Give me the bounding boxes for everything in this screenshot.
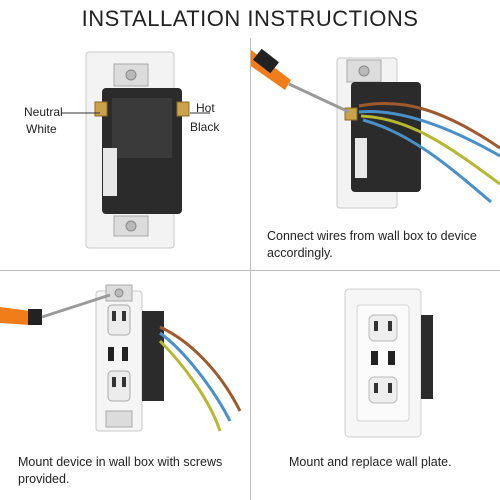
device-back-illustration [62, 51, 210, 249]
step-3-caption: Mount device in wall box with screws pro… [18, 454, 246, 488]
step-1-panel: Neutral White Hot Black [0, 38, 250, 270]
step-4-caption: Mount and replace wall plate. [289, 454, 497, 471]
vertical-divider [250, 38, 251, 500]
page-title: INSTALLATION INSTRUCTIONS [81, 6, 419, 31]
wall-plate-illustration [344, 288, 433, 438]
step-4-caption-line-1: Mount and replace wall plate. [289, 455, 452, 469]
hot-label: Hot [196, 101, 215, 115]
white-label: White [26, 122, 57, 136]
step-2-caption-line-2: accordingly. [267, 246, 333, 260]
horizontal-divider [0, 270, 500, 271]
connect-wires-illustration [251, 48, 500, 209]
neutral-label: Neutral [24, 105, 63, 119]
step-4-panel: Mount and replace wall plate. [251, 271, 500, 500]
step-2-caption-line-1: Connect wires from wall box to device [267, 229, 477, 243]
step-2-panel: Connect wires from wall box to device ac… [251, 38, 500, 270]
mount-device-illustration [0, 284, 242, 432]
black-label: Black [190, 120, 220, 134]
step-3-caption-line-2: provided. [18, 472, 70, 486]
step-3-caption-line-1: Mount device in wall box with screws [18, 455, 223, 469]
step-3-panel: Mount device in wall box with screws pro… [0, 271, 250, 500]
step-2-caption: Connect wires from wall box to device ac… [267, 228, 497, 262]
